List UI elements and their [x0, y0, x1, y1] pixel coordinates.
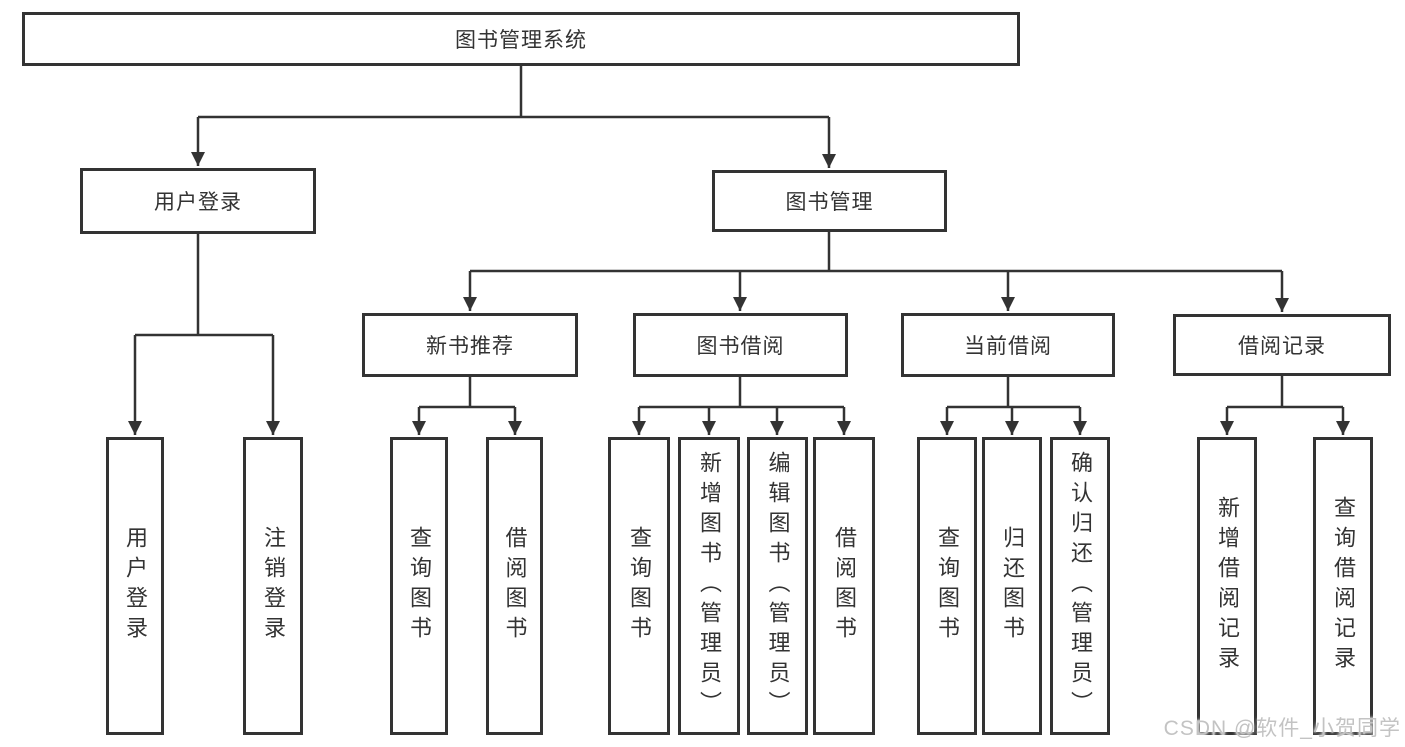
leaf-query-borrow-record: 查询借阅记录: [1313, 437, 1373, 735]
leaf-edit-book-admin: 编辑图书（管理员）: [747, 437, 808, 735]
watermark: CSDN @软件_小贺同学: [1163, 717, 1401, 740]
node-book-borrowing: 图书借阅: [633, 313, 848, 377]
leaf-add-borrow-record: 新增借阅记录: [1197, 437, 1257, 735]
node-borrowing-records: 借阅记录: [1173, 314, 1391, 376]
leaf-borrow-book: 借阅图书: [813, 437, 875, 735]
leaf-user-login: 用户登录: [106, 437, 164, 735]
node-book-management: 图书管理: [712, 170, 947, 232]
leaf-query-book: 查询图书: [608, 437, 670, 735]
node-user-login: 用户登录: [80, 168, 316, 234]
node-new-book-recommendation: 新书推荐: [362, 313, 578, 377]
leaf-return-book: 归还图书: [982, 437, 1042, 735]
leaf-confirm-return-admin: 确认归还（管理员）: [1050, 437, 1110, 735]
node-current-borrowing: 当前借阅: [901, 313, 1115, 377]
leaf-borrow-book: 借阅图书: [486, 437, 543, 735]
leaf-add-book-admin: 新增图书（管理员）: [678, 437, 740, 735]
node-root: 图书管理系统: [22, 12, 1020, 66]
leaf-query-book: 查询图书: [917, 437, 977, 735]
leaf-logout: 注销登录: [243, 437, 303, 735]
leaf-query-book: 查询图书: [390, 437, 448, 735]
